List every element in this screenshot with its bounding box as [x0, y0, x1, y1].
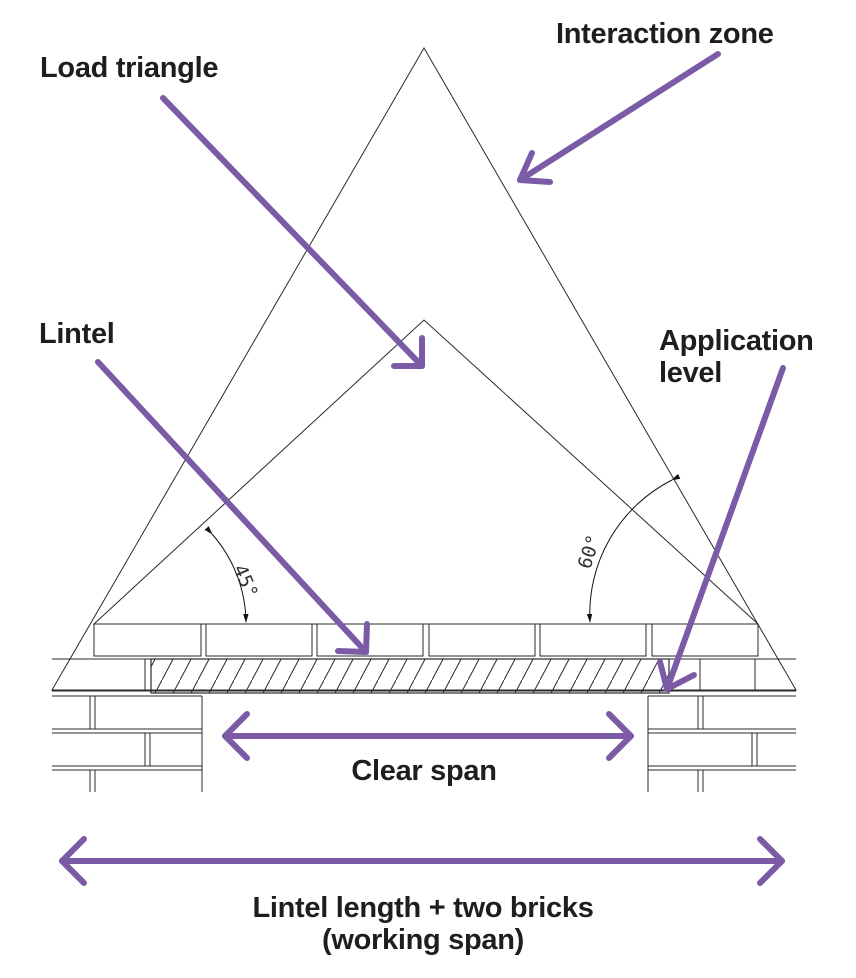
application-level-label: Application level	[659, 325, 814, 389]
angle-60-label: 60°	[574, 532, 606, 571]
bearing-bricks	[144, 659, 756, 691]
application-level-line2: level	[659, 357, 722, 389]
brick-course-above	[93, 623, 759, 657]
load-triangle-shape	[92, 319, 760, 625]
interaction-zone-arrow	[517, 51, 721, 185]
working-span-arrow	[59, 836, 785, 886]
lintel-label: Lintel	[39, 318, 115, 350]
clear-span-arrow	[222, 711, 634, 761]
callout-arrows	[59, 51, 786, 886]
lintel-arrow	[95, 359, 370, 655]
right-masonry	[647, 695, 796, 792]
working-span-line1: Lintel length + two bricks	[252, 892, 594, 924]
load-triangle-arrow	[160, 95, 425, 369]
angle-45-label: 45°	[228, 561, 262, 601]
working-span-line2: (working span)	[321, 924, 525, 956]
angle-45-dimension: 45°	[204, 526, 262, 623]
clear-span-label: Clear span	[351, 755, 497, 787]
lintel-beam	[150, 658, 670, 694]
left-masonry	[52, 695, 203, 792]
interaction-zone-label: Interaction zone	[556, 18, 774, 50]
application-level-arrow	[657, 365, 786, 692]
working-span-label: Lintel length + two bricks (working span…	[188, 892, 658, 956]
load-triangle-label: Load triangle	[40, 52, 219, 84]
application-level-line1: Application	[659, 325, 814, 357]
